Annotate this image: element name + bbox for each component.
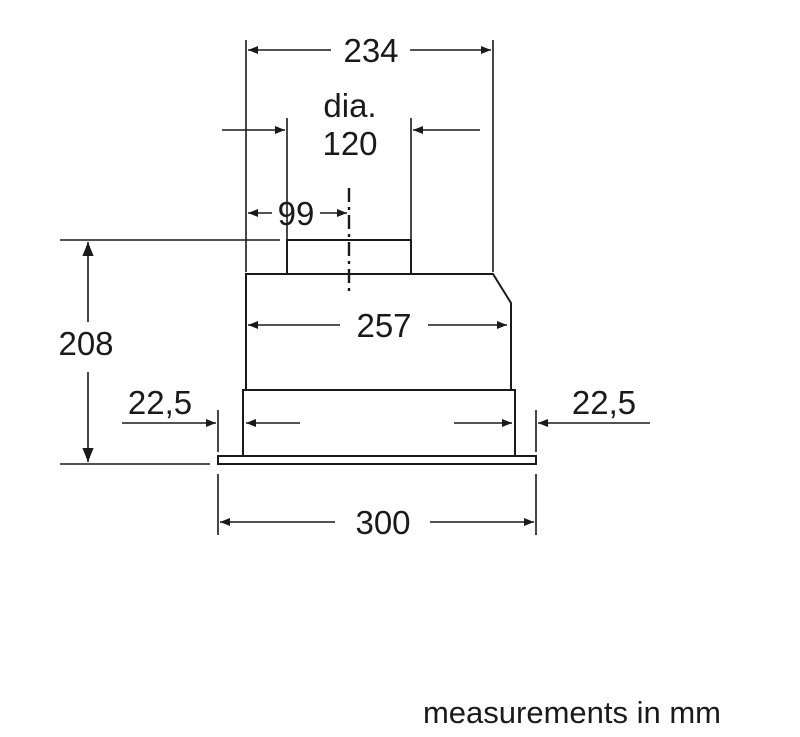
units-note: measurements in mm (423, 695, 721, 730)
hood-outline (217, 239, 537, 465)
dim-234: 234 (248, 32, 491, 69)
dim-300-label: 300 (355, 504, 410, 541)
extension-lines (60, 40, 537, 535)
dim-dia-120: dia. 120 (222, 87, 480, 162)
dim-dia-label: dia. (323, 87, 376, 124)
duct-collar (286, 239, 412, 274)
dim-208-label: 208 (58, 325, 113, 362)
bottom-plate (217, 455, 537, 465)
dim-257: 257 (248, 307, 507, 344)
dim-22-5-left: 22,5 (122, 384, 216, 427)
dim-257-label: 257 (356, 307, 411, 344)
upper-housing (245, 273, 512, 390)
dim-120-label: 120 (322, 125, 377, 162)
dim-234-label: 234 (343, 32, 398, 69)
dim-99-label: 99 (278, 195, 315, 232)
dim-300: 300 (220, 504, 534, 541)
dim-22-5-right-label: 22,5 (572, 384, 636, 421)
dim-22-5-right: 22,5 (538, 384, 650, 427)
dim-22-5-left-label: 22,5 (128, 384, 192, 421)
dim-208: 208 (58, 242, 114, 462)
dim-99: 99 (248, 195, 347, 232)
